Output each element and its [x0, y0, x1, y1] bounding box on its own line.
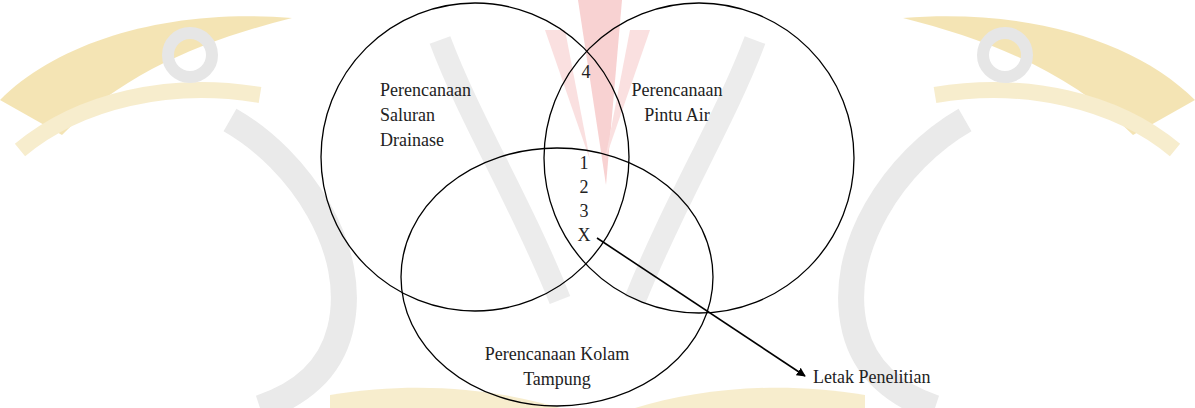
- circle-outline: [543, 2, 855, 314]
- callout-number: 3: [580, 200, 589, 222]
- circle-outline: [321, 3, 629, 311]
- circle-outline: [400, 147, 714, 407]
- circle-outline: [401, 148, 713, 406]
- circle-label: Perencanaan Pintu Air: [615, 78, 739, 128]
- circle-outline: [544, 3, 854, 313]
- callout-number: X: [578, 224, 591, 246]
- callout-number: 4: [582, 61, 591, 83]
- venn-ellipse: Perencanaan Kolam Tampung: [400, 147, 714, 407]
- circle-label: Perencanaan Kolam Tampung: [482, 342, 632, 392]
- pointer-label: Letak Penelitian: [813, 366, 930, 388]
- venn-circle: Perencanaan Pintu Air: [543, 2, 855, 314]
- callout-number: 1: [580, 152, 589, 174]
- circle-label: Perencanaan Saluran Drainase: [380, 78, 492, 153]
- callout-number: 2: [580, 176, 589, 198]
